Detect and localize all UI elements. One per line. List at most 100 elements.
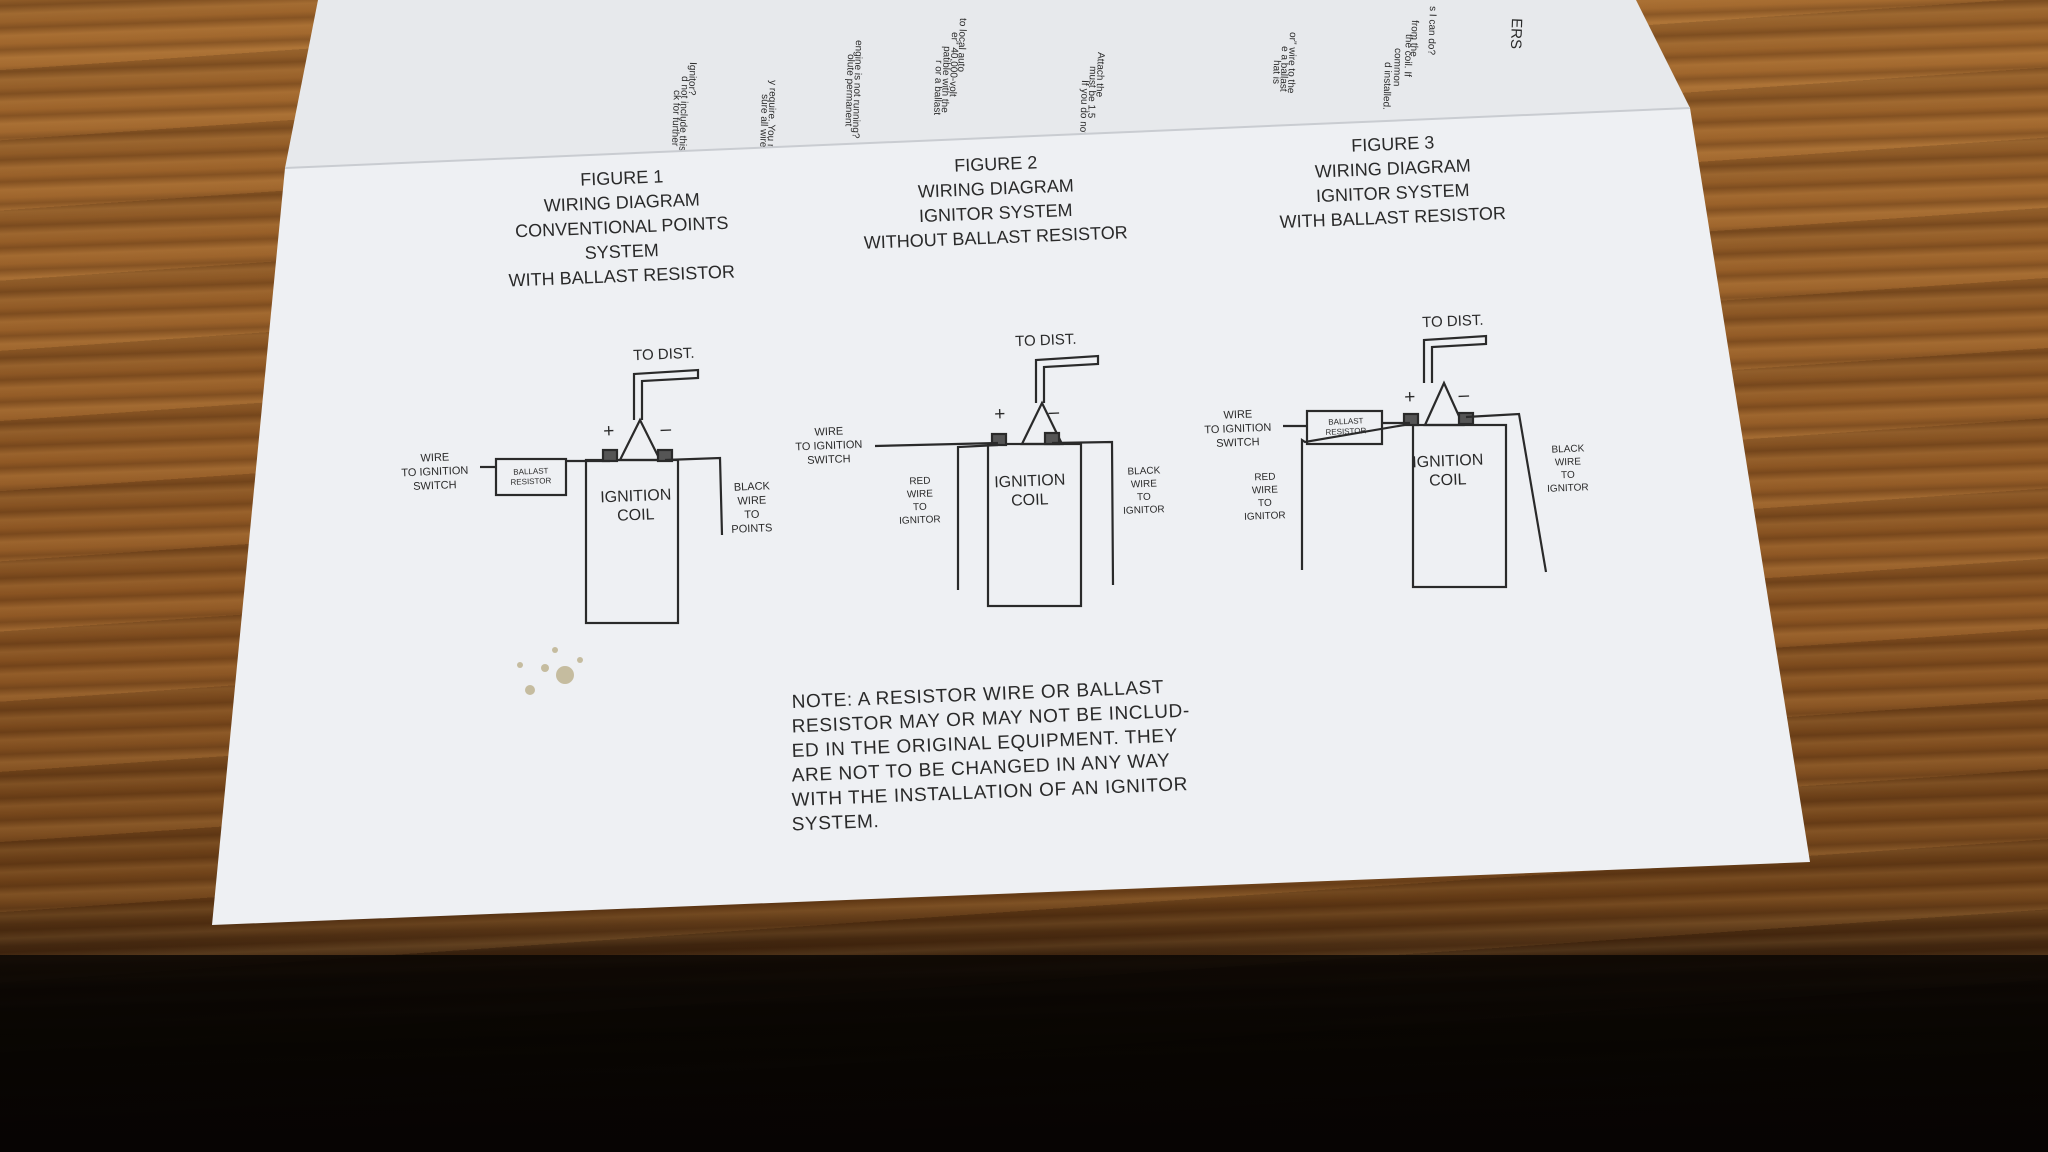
rotated-text-fragment: ERS: [1507, 18, 1525, 49]
switch-wire-label: SWITCH: [413, 479, 457, 493]
rotated-text-fragment: r or a ballast: [931, 60, 944, 116]
ballast-label: BALLAST: [1328, 416, 1364, 426]
rotated-text-fragment: d installed.: [1380, 62, 1393, 110]
minus-terminal: [1457, 411, 1475, 426]
ballast-resistor-box: [494, 457, 568, 497]
rotated-text-fragment: common: [1391, 48, 1403, 87]
figure-title-line: FIGURE 3: [1351, 132, 1435, 155]
switch-wire-label: SWITCH: [1216, 436, 1260, 450]
figure-title-line: FIGURE 2: [954, 152, 1038, 175]
plus-label: +: [1404, 387, 1416, 408]
coil-diagram: [480, 368, 724, 625]
distributor-wire: [632, 368, 700, 420]
note-line: SYSTEM.: [791, 811, 879, 835]
black-wire-label: IGNITOR: [1547, 482, 1589, 495]
sheet-main-panel: [212, 108, 1810, 925]
points-wire-label: TO: [744, 509, 760, 522]
red-wire: [1300, 422, 1411, 570]
plus-terminal: [1402, 412, 1420, 427]
rotated-text-fragment: Attach the: [1093, 52, 1106, 98]
red-wire-label: RED: [1254, 472, 1276, 484]
coil-tower: [1423, 380, 1465, 427]
rotated-text-fragment: Ignitor?: [686, 62, 698, 96]
black-wire-label: WIRE: [1555, 456, 1582, 468]
to-dist-label: TO DIST.: [633, 345, 695, 364]
figure-labels: TO DIST.+–IGNITIONCOILBALLASTRESISTORWIR…: [401, 345, 772, 536]
rotated-text-fragment: patible with the: [939, 46, 952, 113]
minus-terminal: [656, 448, 674, 463]
fold-crease: [284, 107, 1691, 169]
stain-spots: [517, 647, 583, 695]
red-wire-label: TO: [913, 502, 927, 514]
black-wire: [1465, 412, 1548, 573]
switch-wire-label: WIRE: [1223, 408, 1252, 421]
rotated-text-fragment: from the: [1408, 20, 1420, 57]
rotated-text-fragment: olute permanent: [842, 54, 856, 127]
black-wire-label: TO: [1137, 492, 1151, 504]
distributor-wire: [1034, 354, 1100, 403]
figure-title-line: FIGURE 1: [580, 166, 664, 189]
points-wire-label: WIRE: [737, 494, 766, 507]
black-wire-label: IGNITOR: [1123, 504, 1165, 517]
black-wire: [1051, 440, 1115, 586]
coil-diagram: [874, 354, 1115, 608]
to-dist-label: TO DIST.: [1015, 331, 1077, 350]
plus-terminal: [990, 432, 1008, 447]
minus-label: –: [1458, 385, 1470, 406]
points-wire-label: POINTS: [731, 522, 772, 536]
switch-wire-label: WIRE: [814, 425, 843, 438]
points-wire-label: BLACK: [734, 480, 771, 493]
red-wire-label: IGNITOR: [1244, 510, 1286, 523]
red-wire-label: WIRE: [907, 488, 934, 500]
switch-wire: [874, 441, 999, 448]
rotated-text-fragment: hat is: [1270, 60, 1282, 84]
rotated-text-fragment: the coil. If: [1402, 34, 1414, 77]
black-wire-label: BLACK: [1127, 465, 1161, 477]
red-wire-label: RED: [909, 476, 931, 488]
rotated-text-fragment: s I can do?: [1425, 6, 1438, 56]
switch-wire-label: TO IGNITION: [401, 465, 469, 480]
switch-wire-label: WIRE: [420, 451, 449, 464]
ballast-resistor-box: [1305, 409, 1384, 446]
coil-tower: [618, 417, 662, 462]
red-wire-label: IGNITOR: [899, 514, 941, 527]
ballast-label: RESISTOR: [1325, 426, 1366, 437]
red-wire-label: TO: [1258, 498, 1272, 510]
dark-shadow: [0, 955, 2048, 1152]
coil-label: IGNITION: [994, 472, 1066, 492]
rotated-text-fragment: to local auto: [955, 18, 968, 73]
rotated-text-fragment: or" wire to the: [1285, 32, 1298, 94]
coil-label: COIL: [1429, 471, 1467, 489]
plus-label: +: [603, 421, 615, 442]
distributor-wire: [1422, 334, 1488, 383]
red-wire-label: WIRE: [1252, 484, 1279, 496]
folded-top-panel: [285, 0, 1690, 168]
ballast-label: BALLAST: [513, 466, 549, 476]
red-wire: [956, 443, 999, 590]
rotated-text-fragment: engine is not running?: [850, 40, 864, 139]
switch-wire-label: TO IGNITION: [795, 439, 863, 454]
rotated-text-fragment: er" 40,000-volt: [947, 32, 960, 97]
minus-terminal: [1043, 431, 1061, 446]
plus-label: +: [994, 404, 1006, 425]
coil-label: IGNITION: [1412, 452, 1484, 472]
figure-title-line: SYSTEM: [584, 240, 659, 263]
coil-label: IGNITION: [600, 487, 672, 507]
rotated-text-fragment: ck for further: [669, 90, 682, 147]
coil-label: COIL: [617, 506, 655, 524]
minus-label: –: [660, 419, 672, 440]
to-dist-label: TO DIST.: [1422, 312, 1484, 331]
plus-terminal: [601, 448, 619, 463]
coil-diagram: [1283, 334, 1548, 589]
minus-label: –: [1048, 402, 1060, 423]
switch-wire-label: TO IGNITION: [1204, 422, 1272, 437]
rotated-text-fragment: If you do not: [1077, 80, 1090, 136]
